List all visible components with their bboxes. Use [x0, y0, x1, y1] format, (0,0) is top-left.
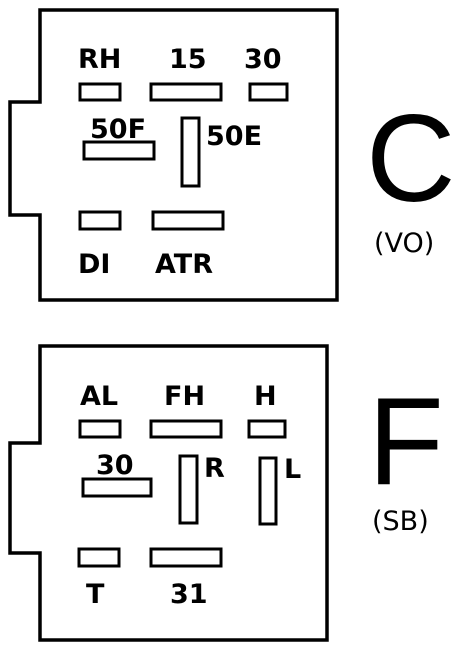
- pin-t: [77, 547, 121, 568]
- pin-di: [78, 210, 122, 231]
- label-l: L: [284, 454, 301, 485]
- connector-c: RH 15 30 50F 50E DI ATR C (VO): [8, 8, 456, 302]
- label-31: 31: [170, 579, 208, 610]
- label-al: AL: [80, 381, 118, 412]
- connector-f-housing: [8, 344, 329, 642]
- pin-l: [258, 456, 278, 526]
- connector-c-subtitle: (VO): [374, 228, 434, 259]
- pin-50f: [82, 140, 156, 161]
- label-r: R: [204, 453, 225, 484]
- label-rh: RH: [78, 44, 121, 75]
- connector-c-housing: [8, 8, 339, 302]
- pin-atr: [151, 210, 225, 231]
- label-atr: ATR: [155, 249, 213, 280]
- label-30: 30: [244, 44, 282, 75]
- connector-f-letter: F: [368, 373, 444, 511]
- label-t: T: [86, 579, 105, 610]
- label-30-f: 30: [96, 450, 134, 481]
- connector-c-letter: C: [366, 90, 456, 228]
- pin-50e: [180, 116, 201, 188]
- connector-f-subtitle: (SB): [372, 506, 429, 537]
- label-50e: 50E: [206, 121, 262, 152]
- pin-31: [149, 547, 223, 568]
- label-h: H: [254, 381, 277, 412]
- label-50f: 50F: [90, 114, 146, 145]
- connector-f: AL FH H 30 R L T 31 F (SB): [8, 344, 444, 642]
- label-di: DI: [78, 249, 110, 280]
- pin-al: [78, 419, 122, 439]
- pin-30: [248, 82, 289, 102]
- pin-h: [247, 419, 287, 439]
- label-fh: FH: [164, 381, 205, 412]
- label-15: 15: [169, 44, 207, 75]
- pin-rh: [78, 82, 122, 102]
- pin-r: [178, 454, 199, 525]
- pin-30-f: [81, 477, 153, 498]
- pin-15: [149, 82, 223, 102]
- pin-fh: [149, 419, 223, 439]
